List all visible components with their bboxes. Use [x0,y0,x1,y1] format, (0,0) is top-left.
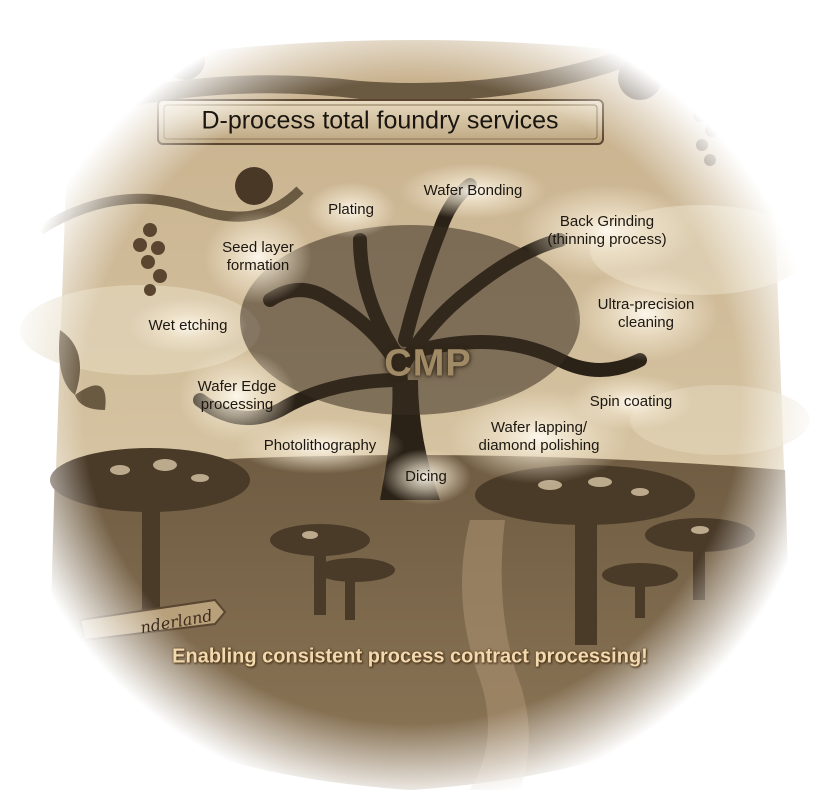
service-photolithography: Photolithography [263,437,377,454]
service-back-grinding: Back Grinding (thinning process) [547,213,667,248]
service-wafer-bonding: Wafer Bonding [423,182,523,199]
center-label-cmp: CMP [384,342,472,385]
service-ultra-precision-cleaning: Ultra-precision cleaning [597,296,695,331]
tagline: Enabling consistent process contract pro… [172,645,648,668]
banner-title: D-process total foundry services [201,106,559,135]
service-wet-etching: Wet etching [148,317,228,334]
service-dicing: Dicing [405,468,447,485]
service-seed-layer-formation: Seed layer formation [222,239,294,274]
service-wafer-edge-processing: Wafer Edge processing [197,378,277,413]
service-spin-coating: Spin coating [589,393,673,410]
service-wafer-lapping: Wafer lapping/ diamond polishing [478,419,600,454]
service-plating: Plating [328,201,374,218]
